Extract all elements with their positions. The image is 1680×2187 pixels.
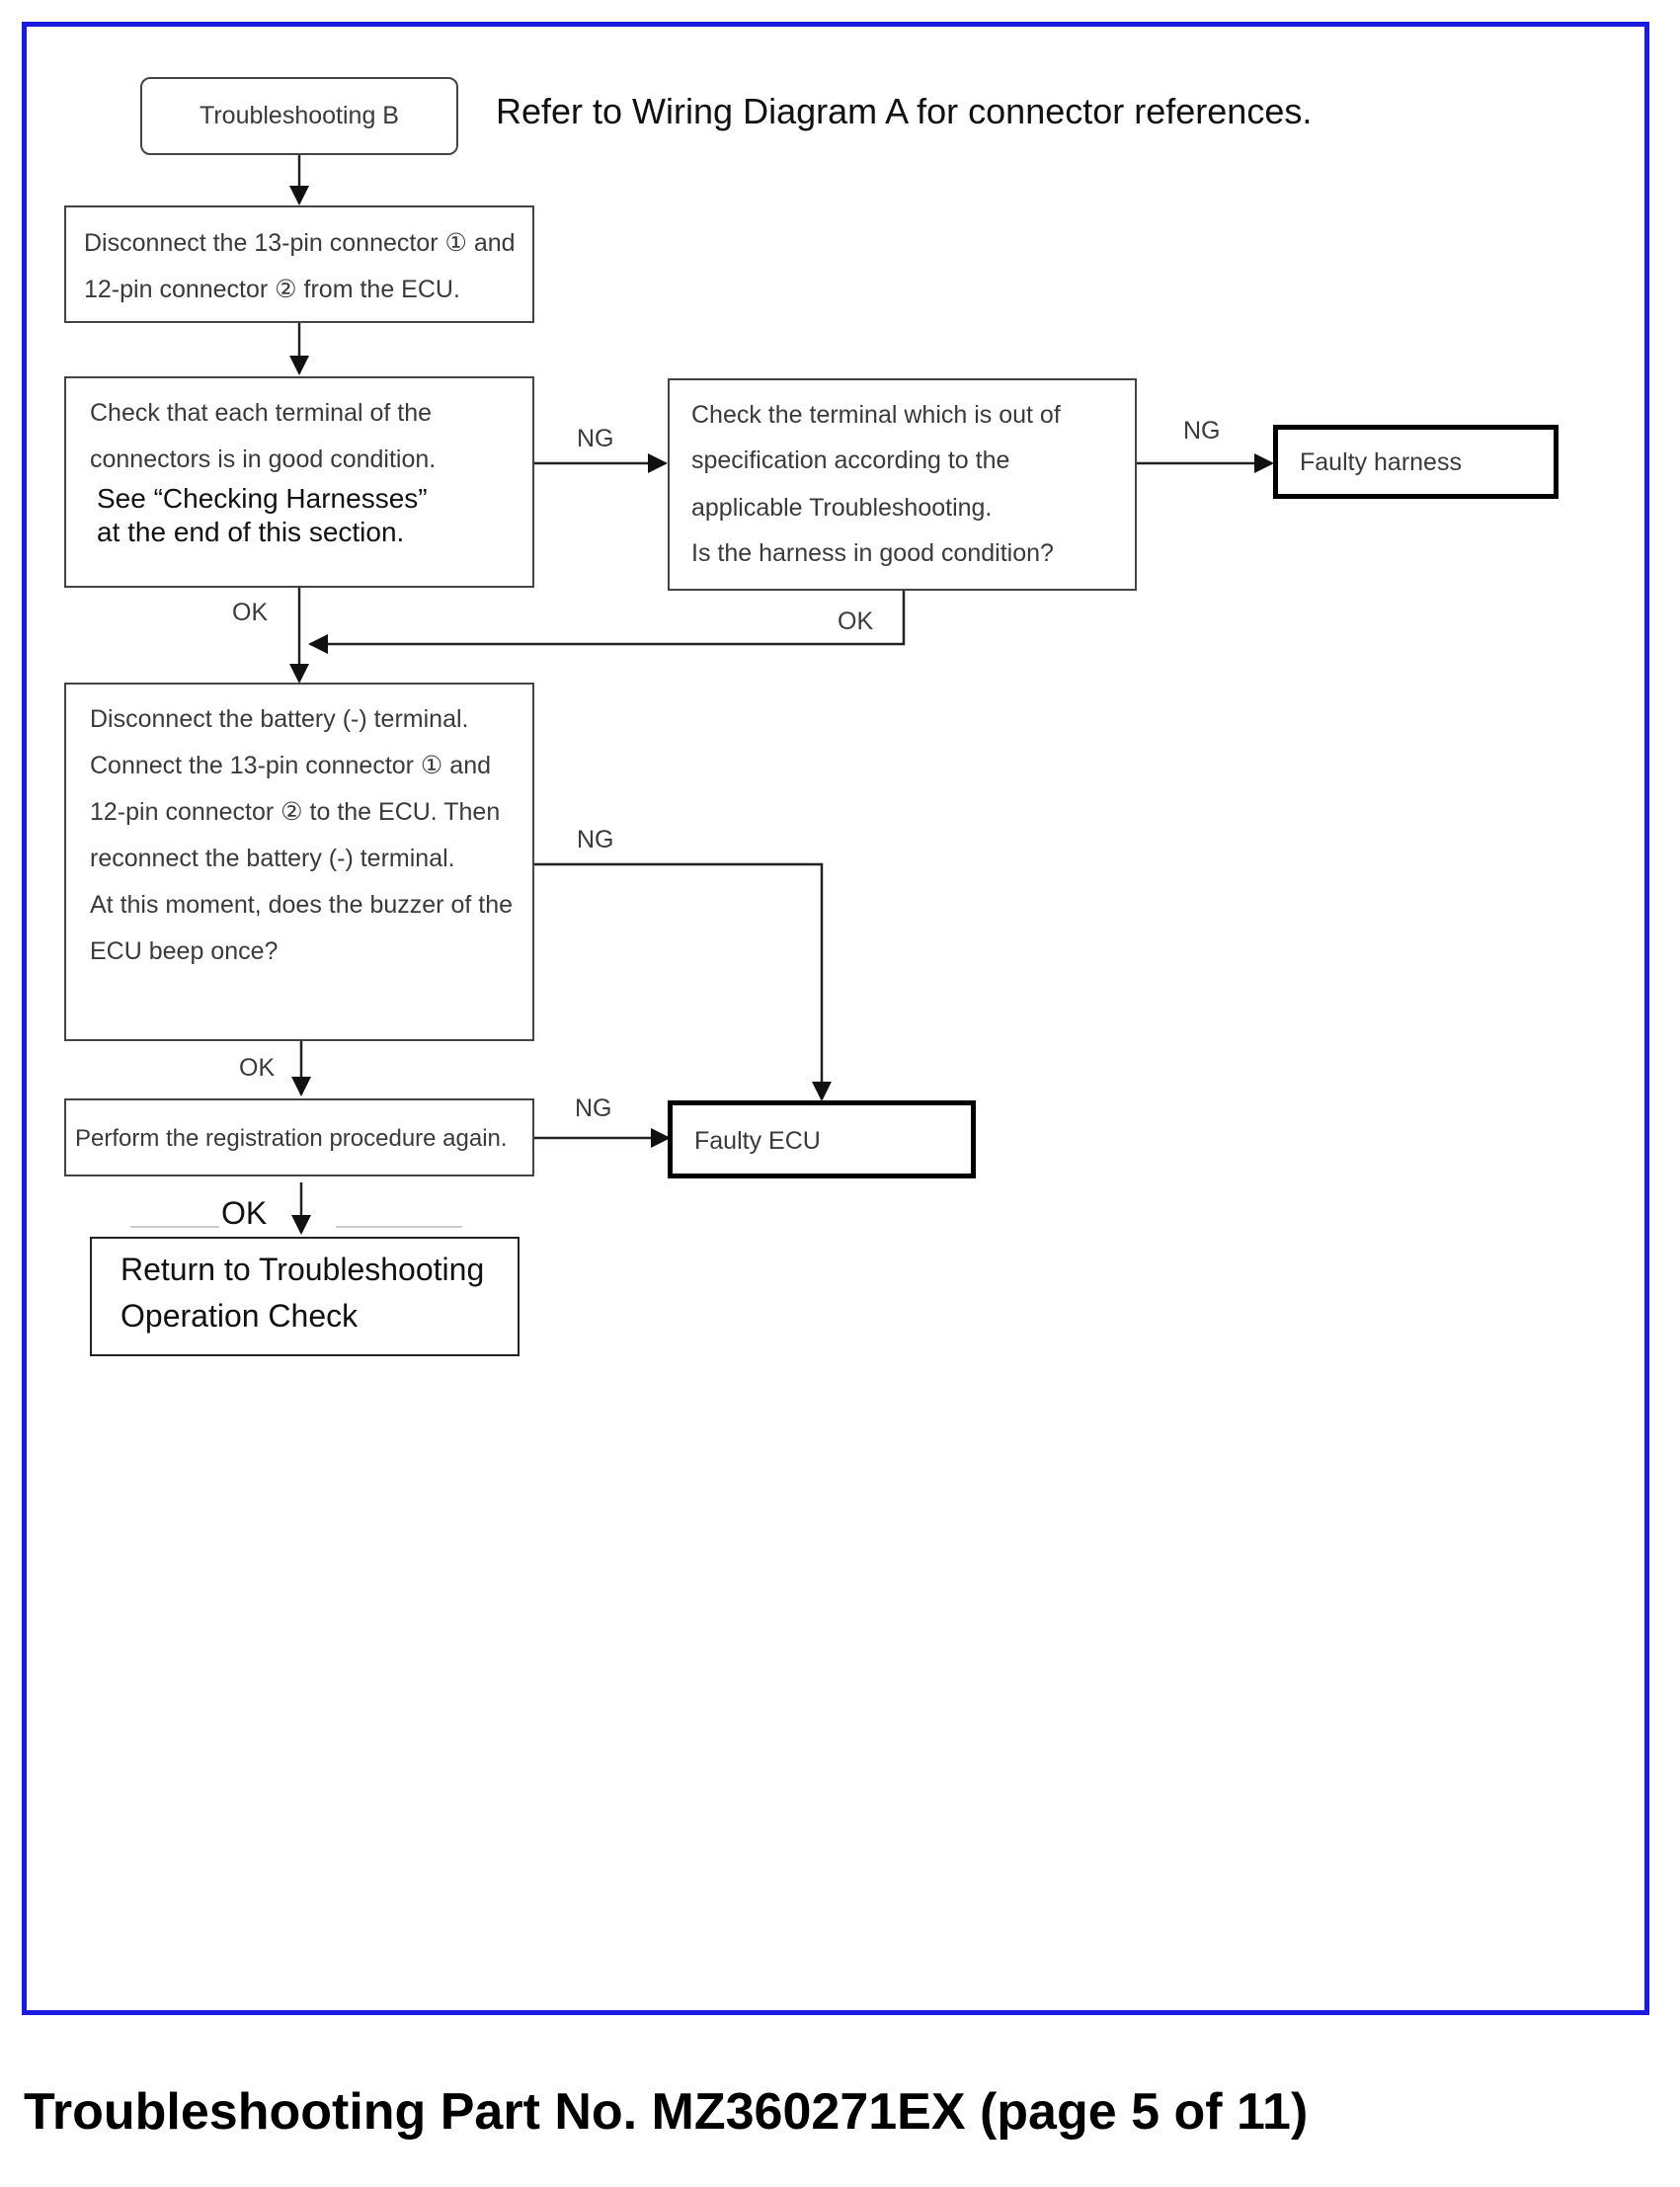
arrow-step2b-ok xyxy=(308,591,906,654)
ng-label-step2: NG xyxy=(577,425,614,452)
start-box: Troubleshooting B xyxy=(140,77,458,155)
ok-label-step3: OK xyxy=(239,1054,276,1082)
footer-title: Troubleshooting Part No. MZ360271EX (pag… xyxy=(24,2083,1309,2141)
end-line1: Return to Troubleshooting xyxy=(120,1252,485,1287)
end-box: Return to Troubleshooting Operation Chec… xyxy=(90,1237,520,1356)
step2-line2: connectors is in good condition. xyxy=(90,446,437,473)
ok-label-step2b: OK xyxy=(838,608,874,635)
step3-line5: At this moment, does the buzzer of the xyxy=(90,891,514,919)
faulty-ecu-label: Faulty ECU xyxy=(694,1127,821,1155)
step1-line2: 12-pin connector ② from the ECU. xyxy=(84,276,460,303)
step4-label: Perform the registration procedure again… xyxy=(75,1125,508,1152)
ng-label-step2b: NG xyxy=(1183,417,1221,445)
page-frame xyxy=(22,22,1649,2015)
faulty-ecu-box: Faulty ECU xyxy=(668,1100,976,1178)
header-note: Refer to Wiring Diagram A for connector … xyxy=(496,91,1313,131)
step1-line1: Disconnect the 13-pin connector ① and xyxy=(84,229,516,257)
ng-label-step3: NG xyxy=(577,826,614,853)
step2b-line1: Check the terminal which is out of xyxy=(691,401,1061,429)
step2b-line2: specification according to the xyxy=(691,446,1010,474)
end-line2: Operation Check xyxy=(120,1298,359,1334)
step3-line3: 12-pin connector ② to the ECU. Then xyxy=(90,798,501,826)
step2b-line3: applicable Troubleshooting. xyxy=(691,494,993,522)
step2-line4: at the end of this section. xyxy=(97,517,405,547)
arrow-step3-ng xyxy=(533,862,832,1101)
ok-label-step4: OK xyxy=(221,1195,268,1231)
faulty-harness-box: Faulty harness xyxy=(1273,425,1559,499)
step3-line4: reconnect the battery (-) terminal. xyxy=(90,845,455,872)
faulty-harness-label: Faulty harness xyxy=(1300,448,1462,476)
step2-box: Check that each terminal of the connecto… xyxy=(64,376,534,588)
ok-label-step2: OK xyxy=(232,599,269,626)
step2b-box: Check the terminal which is out of speci… xyxy=(668,378,1137,591)
step2b-line4: Is the harness in good condition? xyxy=(691,539,1054,567)
step3-line1: Disconnect the battery (-) terminal. xyxy=(90,705,469,733)
start-label: Troubleshooting B xyxy=(200,102,399,129)
step3-line6: ECU beep once? xyxy=(90,937,279,965)
step2-line3: See “Checking Harnesses” xyxy=(97,483,428,514)
step3-line2: Connect the 13-pin connector ① and xyxy=(90,752,492,779)
step3-box: Disconnect the battery (-) terminal. Con… xyxy=(64,683,534,1041)
ng-label-step4: NG xyxy=(575,1094,612,1122)
step1-box: Disconnect the 13-pin connector ① and 12… xyxy=(64,205,534,323)
step4-box: Perform the registration procedure again… xyxy=(64,1098,534,1176)
step2-line1: Check that each terminal of the xyxy=(90,399,433,427)
